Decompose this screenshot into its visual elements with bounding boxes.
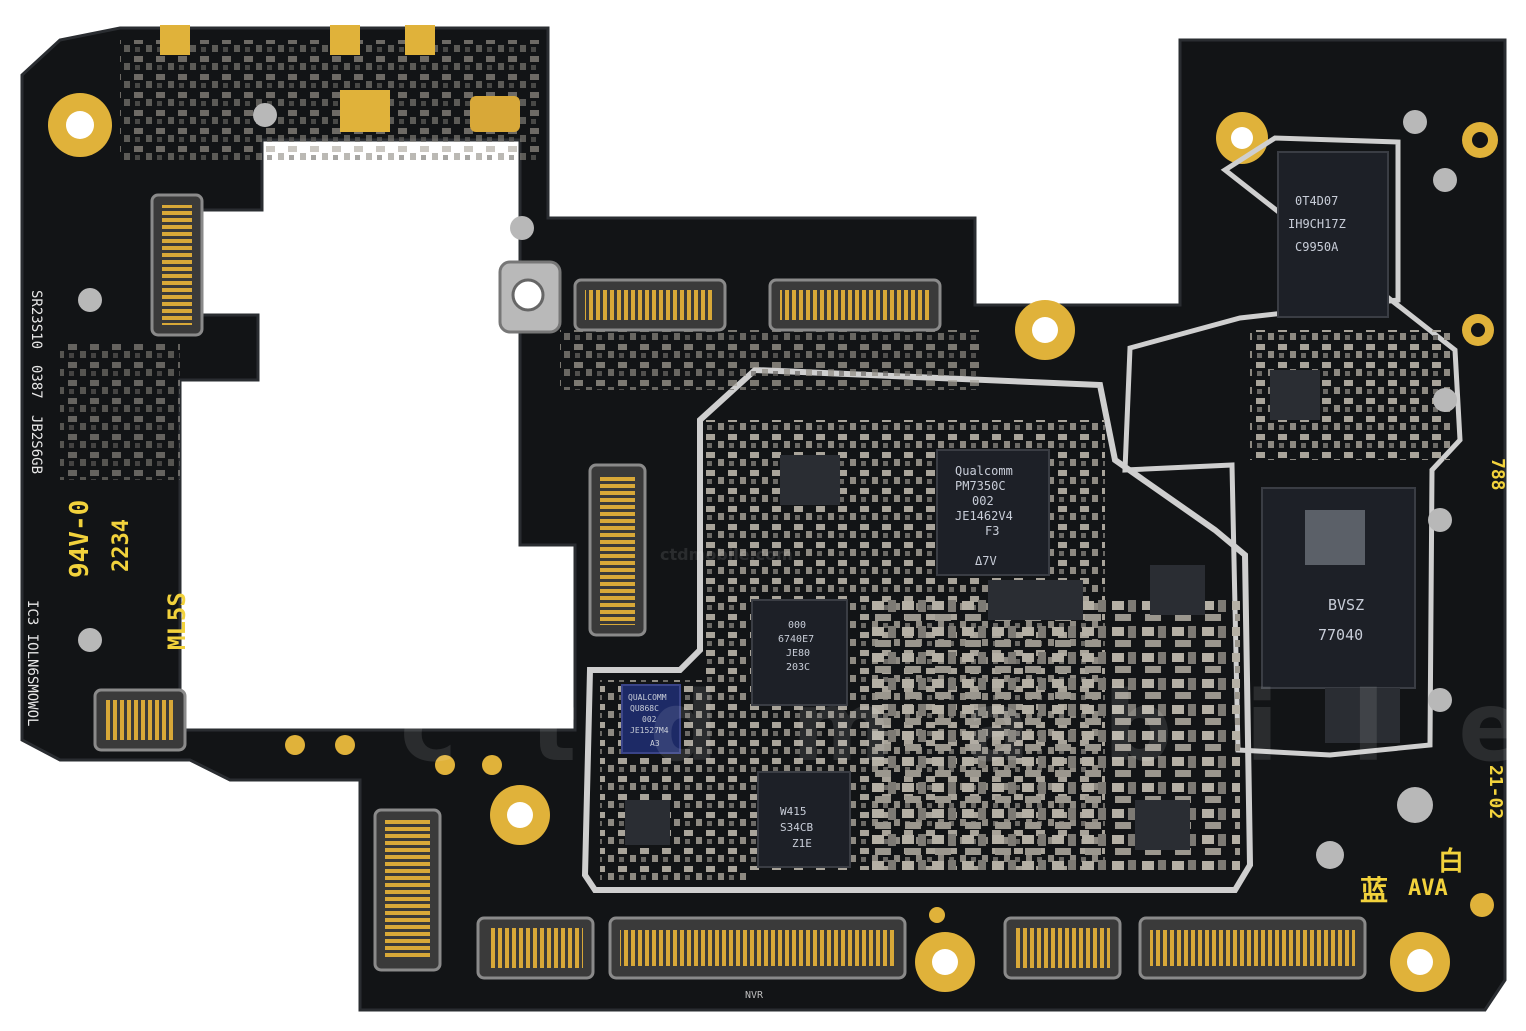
silk-cn-blue: 蓝 bbox=[1360, 874, 1388, 907]
chip-big bbox=[1261, 487, 1416, 689]
pmic-line-6: Δ7V bbox=[975, 554, 997, 568]
chip-text-big: BVSZ 77040 bbox=[1318, 596, 1364, 644]
chip-text-pmic: Qualcomm PM7350C 002 JE1462V4 F3 Δ7V bbox=[955, 464, 1013, 568]
mid-line-2: 6740E7 bbox=[778, 634, 814, 645]
silk-788: 788 bbox=[1487, 458, 1508, 491]
chip-pmic bbox=[936, 449, 1050, 576]
screw-bracket bbox=[498, 260, 562, 334]
board-connectors bbox=[93, 193, 1367, 980]
rf-connectors bbox=[78, 103, 1457, 869]
qc-line-1: QUALCOMM bbox=[628, 693, 667, 702]
smd-area-left-strip bbox=[60, 340, 180, 480]
mid-line-4: 203C bbox=[786, 662, 810, 673]
silk-0387: 0387 bbox=[28, 365, 44, 399]
smd-area-upper-left bbox=[120, 40, 540, 160]
chip-text-memory: 0T4D07 IH9CH17Z C9950A bbox=[1288, 194, 1346, 254]
chip-qualcomm-small bbox=[621, 684, 681, 754]
silk-ml5s: ML5S bbox=[163, 592, 191, 650]
silk-ava: AVA bbox=[1408, 876, 1448, 901]
chip-small-misc bbox=[625, 370, 1400, 850]
qc-line-3: 002 bbox=[642, 715, 657, 724]
gold-pads-top bbox=[160, 25, 520, 132]
chip-text-qualcomm-small: QUALCOMM QU868C 002 JE1527M4 A3 bbox=[628, 693, 669, 748]
memory-line-2: IH9CH17Z bbox=[1288, 217, 1346, 231]
silk-rating: 94V-0 bbox=[65, 500, 95, 578]
chip-mid bbox=[751, 599, 848, 706]
chip-text-mid: 000 6740E7 JE80 203C bbox=[778, 620, 814, 673]
pmic-line-3: 002 bbox=[972, 494, 994, 508]
pmic-line-4: JE1462V4 bbox=[955, 509, 1013, 523]
chip-memory bbox=[1277, 151, 1389, 318]
pmic-line-5: F3 bbox=[985, 524, 999, 538]
chip-audio bbox=[757, 771, 851, 868]
silk-21-02: 21-02 bbox=[1485, 765, 1506, 819]
mid-line-3: JE80 bbox=[786, 648, 810, 659]
watermark-letters: c t d m a b i l e bbox=[400, 671, 1526, 783]
memory-shield-frame bbox=[1122, 135, 1463, 758]
chip-text-audio: W415 S34CB Z1E bbox=[780, 805, 813, 850]
silk-sr-code: SR23S10 bbox=[28, 290, 44, 349]
audio-line-1: W415 bbox=[780, 805, 807, 818]
silk-date: 2234 bbox=[109, 519, 134, 572]
mid-line-1: 000 bbox=[788, 620, 806, 631]
qc-line-2: QU868C bbox=[630, 704, 659, 713]
watermark-text: ctdmobile.com bbox=[660, 545, 793, 564]
silk-cn-white: 白 bbox=[1438, 846, 1464, 877]
memory-line-3: C9950A bbox=[1295, 240, 1339, 254]
rf-shield-frame bbox=[581, 366, 1254, 893]
qc-line-4: JE1527M4 bbox=[630, 726, 669, 735]
big-line-2: 77040 bbox=[1318, 626, 1363, 644]
silk-ic-code: IC3 IOLN6SMOWOL bbox=[24, 600, 40, 726]
big-line-1: BVSZ bbox=[1328, 596, 1364, 614]
audio-line-3: Z1E bbox=[792, 837, 812, 850]
memory-line-1: 0T4D07 bbox=[1295, 194, 1338, 208]
pmic-line-2: PM7350C bbox=[955, 479, 1006, 493]
silk-nvr: NVR bbox=[745, 990, 764, 1001]
smd-area-top bbox=[560, 330, 980, 390]
audio-line-2: S34CB bbox=[780, 821, 813, 834]
silk-jb-code: JB2S6GB bbox=[28, 415, 44, 474]
pmic-line-1: Qualcomm bbox=[955, 464, 1013, 478]
qc-line-5: A3 bbox=[650, 739, 660, 748]
